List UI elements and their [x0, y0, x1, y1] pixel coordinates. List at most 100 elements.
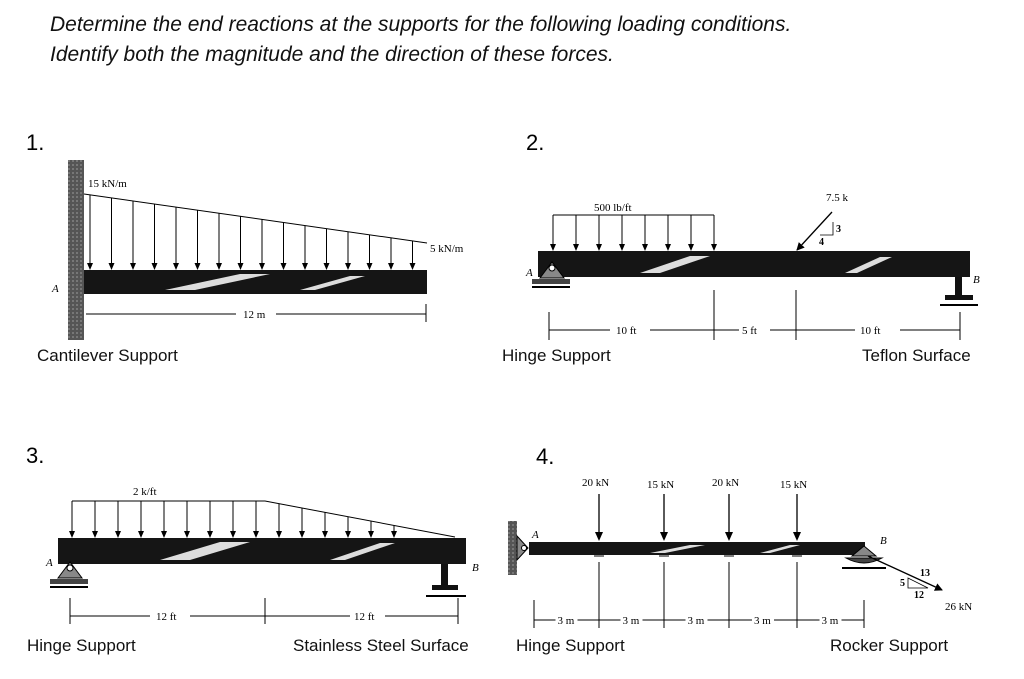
load-envelope — [72, 500, 456, 538]
load-arrow — [253, 501, 259, 538]
label-background — [819, 614, 842, 626]
load-arrow — [573, 215, 579, 251]
label-background — [752, 614, 774, 626]
load-arrow — [138, 501, 144, 538]
load-arrow — [161, 501, 167, 538]
load-arrow — [345, 231, 351, 270]
distributed-load-label: 2 k/ft — [133, 486, 157, 498]
point-load-label: 20 kN — [712, 477, 739, 489]
load-arrow — [276, 503, 282, 538]
load-arrow — [302, 225, 308, 270]
point-load-label: 15 kN — [647, 479, 674, 491]
point-load-label: 15 kN — [780, 479, 807, 491]
load-arrow — [237, 216, 244, 270]
point-b-label: B — [973, 274, 980, 286]
load-arrow — [151, 204, 158, 270]
dimension-label: 3 m — [688, 615, 705, 627]
problem-2-caption-right: Teflon Surface — [862, 346, 971, 365]
load-arrow — [550, 215, 556, 251]
dimension-label: 3 m — [623, 615, 640, 627]
load-arrow — [280, 222, 287, 270]
inclined-load-arrow — [867, 555, 943, 591]
point-load: 15 kN — [780, 479, 807, 557]
fixed-wall — [68, 160, 84, 340]
instructions-line-1: Determine the end reactions at the suppo… — [50, 13, 792, 36]
load-arrow — [596, 215, 602, 251]
problem-4-number: 4. — [536, 444, 555, 469]
point-load-label: 7.5 k — [826, 192, 849, 204]
load-arrow — [115, 501, 121, 538]
load-arrow — [391, 525, 397, 538]
point-load: 20 kN — [582, 477, 609, 557]
load-arrow — [230, 501, 236, 538]
load-right-label: 5 kN/m — [430, 243, 464, 255]
load-left-label: 15 kN/m — [88, 178, 127, 190]
beam-highlight — [160, 542, 395, 560]
point-a-label: A — [51, 283, 59, 295]
span-label: 12 m — [243, 309, 266, 321]
load-arrow — [299, 508, 305, 538]
dimension-3-label: 10 ft — [860, 325, 880, 337]
beam — [538, 251, 970, 277]
load-arrow — [108, 197, 115, 270]
problem-3-caption-right: Stainless Steel Surface — [293, 636, 469, 655]
hinge-pin — [521, 545, 527, 551]
load-arrow — [173, 207, 179, 270]
dimension-2-label: 12 ft — [354, 611, 374, 623]
load-arrow — [69, 501, 75, 538]
load-arrow — [688, 215, 694, 251]
load-arrow — [368, 521, 374, 538]
instructions: Determine the end reactions at the suppo… — [50, 10, 791, 70]
dimension-1-label: 12 ft — [156, 611, 176, 623]
problem-2-caption-left: Hinge Support — [502, 346, 611, 365]
beam-highlight — [165, 274, 365, 290]
load-arrow — [216, 213, 222, 270]
point-a-label: A — [531, 529, 539, 541]
load-arrow — [366, 234, 373, 270]
problem-2-number: 2. — [526, 130, 545, 155]
dimension-label: 3 m — [754, 615, 771, 627]
label-background — [555, 614, 578, 626]
slope-rise-label: 5 — [900, 578, 905, 589]
point-a-label: A — [45, 557, 53, 569]
problem-4-caption-left: Hinge Support — [516, 636, 625, 655]
label-background — [620, 614, 643, 626]
load-arrow — [388, 237, 394, 270]
load-arrow — [665, 215, 671, 251]
load-arrow — [87, 194, 93, 270]
load-arrow — [130, 201, 136, 270]
load-arrow — [345, 516, 351, 538]
point-load: 15 kN — [647, 479, 674, 557]
slope-run-label: 4 — [819, 237, 824, 248]
slope-triangle — [820, 222, 834, 236]
point-b-label: B — [880, 535, 887, 547]
load-arrow — [711, 215, 717, 251]
distributed-load-arrows — [87, 194, 416, 270]
point-load-label: 20 kN — [582, 477, 609, 489]
hinge-support-icon — [532, 261, 570, 288]
load-arrow — [207, 501, 213, 538]
point-load-arrow — [796, 211, 833, 251]
problem-1-number: 1. — [26, 130, 45, 155]
teflon-support-icon — [940, 277, 978, 306]
beam — [84, 270, 427, 294]
dimension-label: 3 m — [822, 615, 839, 627]
stainless-steel-support-icon — [426, 564, 466, 597]
slope-rise-label: 3 — [836, 224, 841, 235]
label-background — [685, 614, 708, 626]
beam-highlight — [650, 545, 800, 553]
problem-2-diagram: 500 lb/ft 7.5 k 3 4 A B 10 ft — [525, 192, 980, 340]
slope-triangle — [907, 577, 929, 589]
problem-4-caption-right: Rocker Support — [830, 636, 949, 655]
rocker-support-icon — [842, 545, 886, 569]
point-b-label: B — [472, 562, 479, 574]
load-arrow — [184, 501, 190, 538]
slope-hyp-label: 13 — [920, 568, 930, 579]
load-arrow — [194, 210, 201, 270]
point-load: 20 kN — [712, 477, 739, 557]
load-arrow — [619, 215, 625, 251]
dimension-1-label: 10 ft — [616, 325, 636, 337]
problem-1-diagram: 15 kN/m 5 kN/m A 12 m — [51, 160, 464, 340]
